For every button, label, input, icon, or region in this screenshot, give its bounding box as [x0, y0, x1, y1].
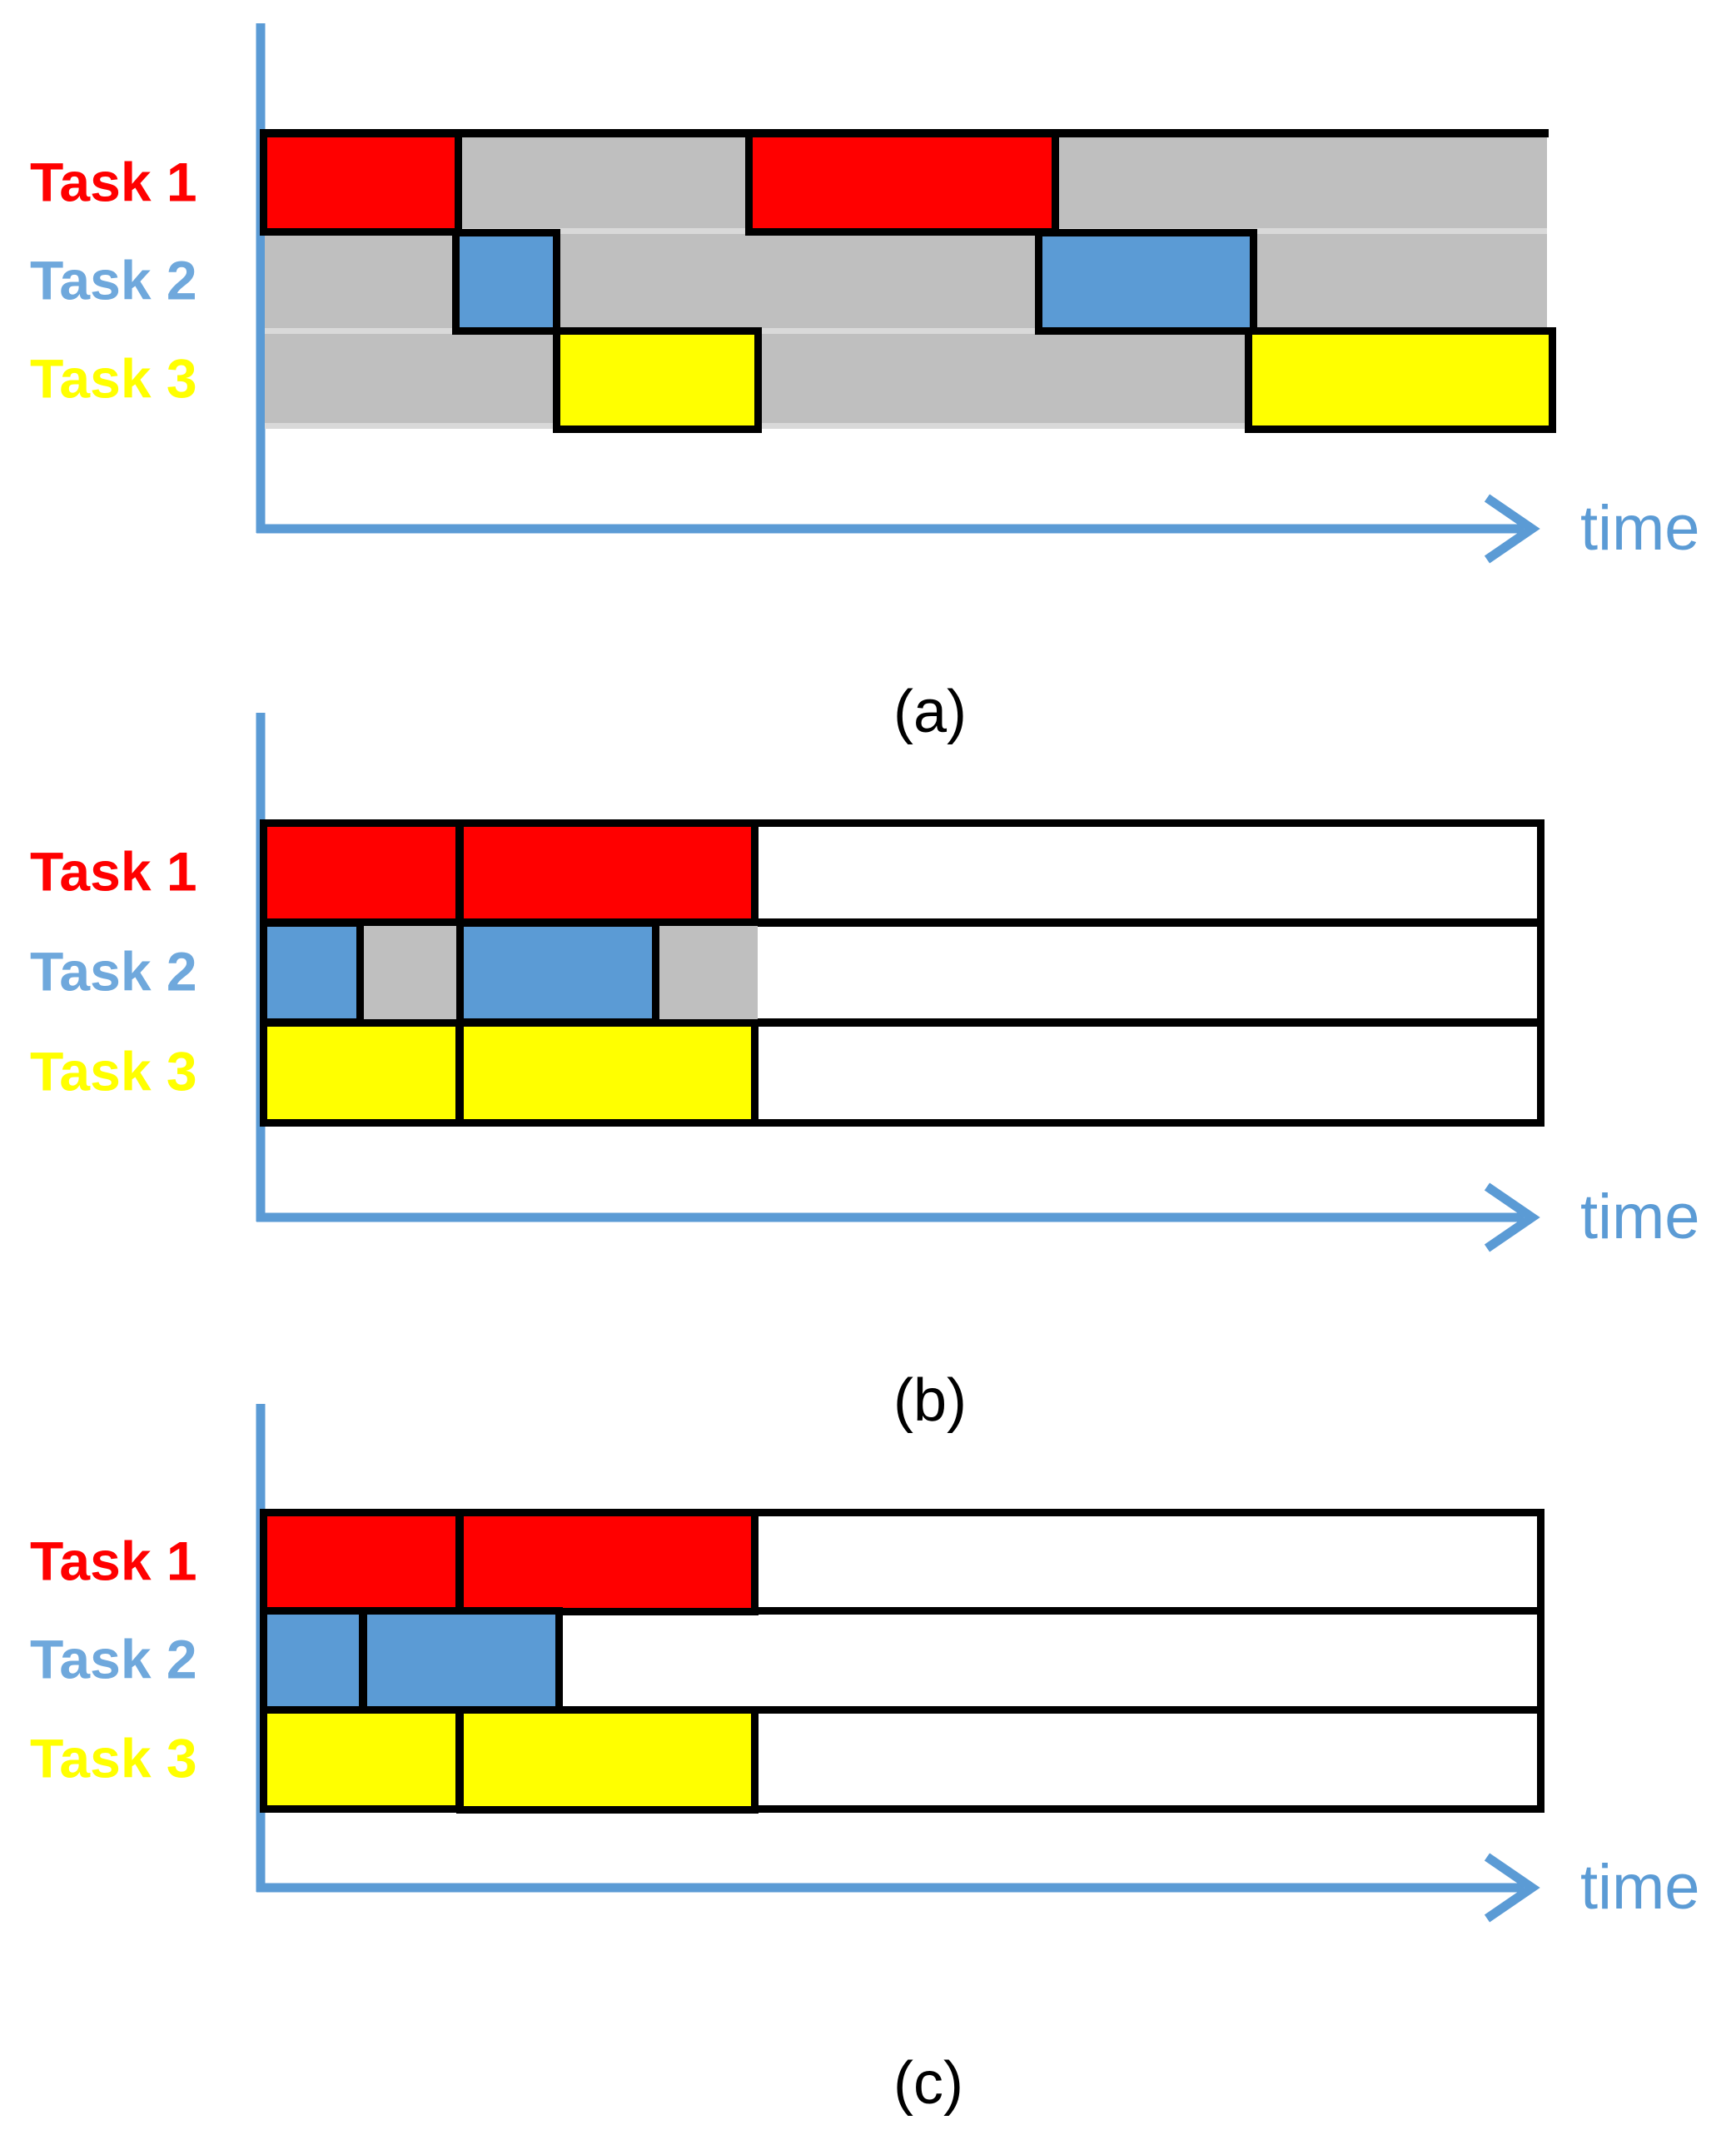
task2-run-block	[456, 919, 659, 1026]
task3-run-block	[456, 1706, 759, 1814]
task3-run-block	[553, 327, 762, 433]
row-separator	[265, 328, 1547, 334]
task3-run-block	[1245, 327, 1556, 433]
task1-label: Task 1	[30, 840, 197, 903]
row-separator	[265, 423, 1547, 429]
arrowhead-icon	[1484, 1853, 1540, 1923]
task2-idle-gray-block	[659, 926, 758, 1019]
task3-label: Task 3	[30, 1040, 197, 1102]
task3-run-block	[260, 1019, 463, 1127]
task2-label: Task 2	[30, 249, 197, 311]
task2-run-block	[260, 919, 364, 1026]
task1-run-block	[745, 130, 1059, 236]
task2-run-block	[260, 1607, 366, 1714]
caption-b: (b)	[893, 1367, 967, 1434]
arrowhead-icon	[1484, 494, 1540, 564]
task2-run-block	[452, 229, 560, 335]
task1-run-block	[456, 819, 759, 926]
caption-a: (a)	[893, 679, 967, 745]
time-axis-label: time	[1580, 1182, 1700, 1252]
task1-label: Task 1	[30, 151, 197, 213]
task2-label: Task 2	[30, 1628, 197, 1690]
task3-label: Task 3	[30, 1727, 197, 1789]
time-axis-label: time	[1580, 1852, 1700, 1923]
task1-label: Task 1	[30, 1530, 197, 1592]
task1-run-block	[260, 130, 462, 236]
task2-run-block	[1035, 229, 1257, 335]
task1-run-block	[260, 1509, 463, 1615]
task1-run-block	[260, 819, 463, 926]
time-axis	[256, 23, 1540, 564]
task3-run-block	[260, 1706, 463, 1813]
arrowhead-icon	[1484, 1182, 1540, 1252]
task3-label: Task 3	[30, 347, 197, 410]
time-axis-label: time	[1580, 493, 1700, 564]
task1-run-block	[456, 1509, 759, 1615]
task2-idle-gray-block	[364, 926, 456, 1019]
caption-c: (c)	[893, 2050, 963, 2117]
task3-run-block	[456, 1019, 759, 1127]
task2-label: Task 2	[30, 940, 197, 1003]
task2-run-block	[360, 1607, 563, 1714]
